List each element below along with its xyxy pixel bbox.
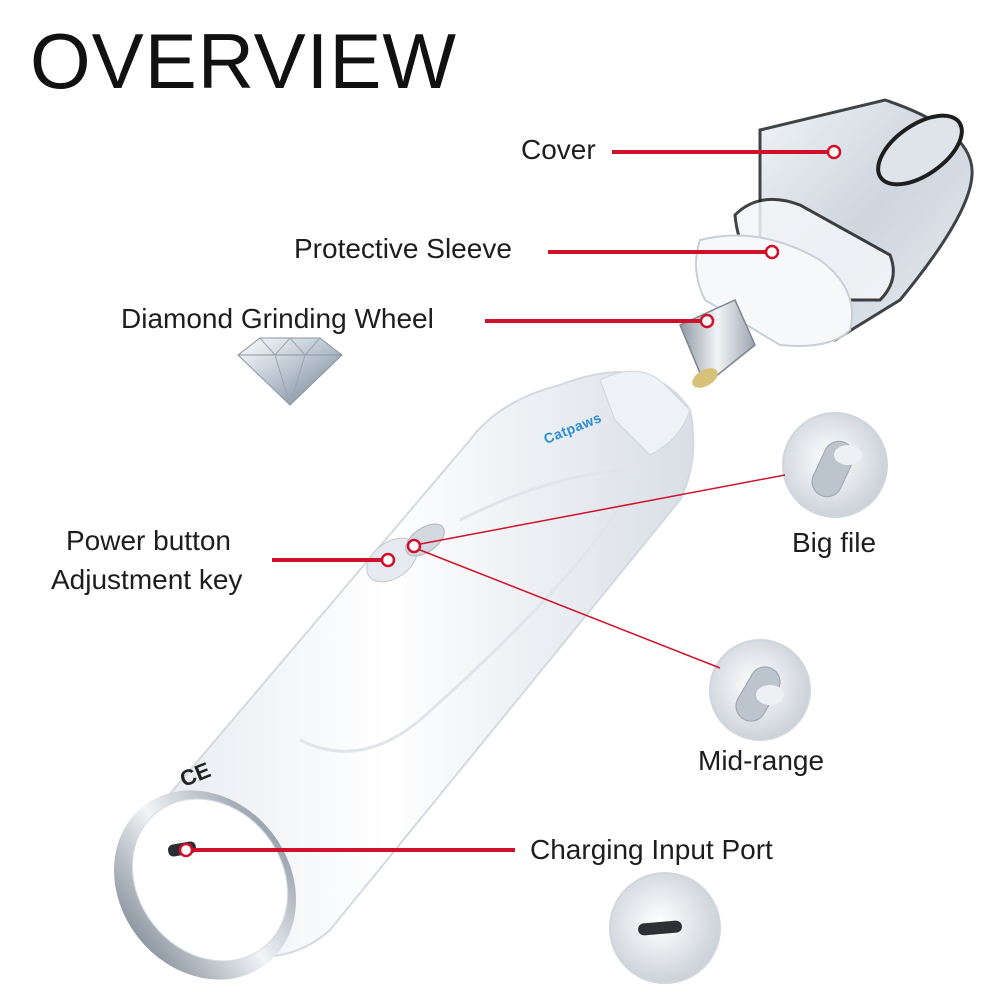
label-power-button: Power button: [66, 525, 231, 556]
mid-range-inset: [709, 639, 811, 741]
diamond-icon: [237, 337, 343, 407]
leader-lines: [188, 150, 830, 852]
label-big-file: Big file: [792, 527, 877, 558]
mid-range-leader: [414, 547, 721, 669]
label-charging-input-port: Charging Input Port: [530, 834, 773, 865]
label-diamond-grinding-wheel: Diamond Grinding Wheel: [121, 303, 434, 334]
page-title: OVERVIEW: [30, 17, 457, 105]
charging-port-inset: [609, 872, 721, 984]
protective-sleeve-part: [695, 234, 853, 347]
label-protective-sleeve: Protective Sleeve: [294, 233, 512, 264]
label-cover: Cover: [521, 134, 596, 165]
big-file-leader: [414, 474, 786, 546]
leader-dots: [178, 144, 842, 858]
big-file-inset: [782, 412, 888, 518]
grinder-body: [114, 370, 695, 980]
label-mid-range: Mid-range: [698, 745, 825, 776]
label-adjustment-key: Adjustment key: [51, 564, 243, 595]
